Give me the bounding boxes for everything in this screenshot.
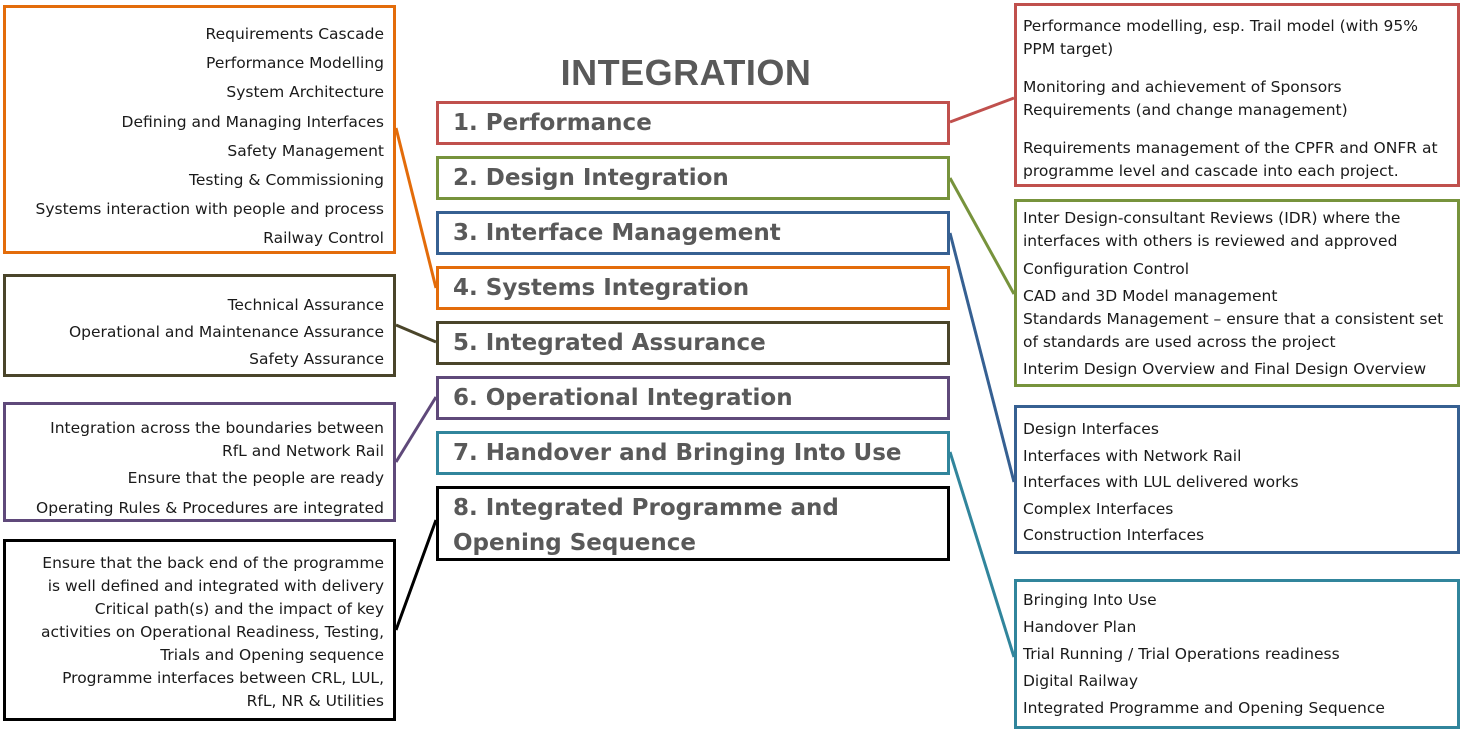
topic-operational-integration: 6. Operational Integration — [436, 376, 950, 420]
list-item: Programme interfaces between CRL, LUL, R… — [62, 669, 384, 710]
list-item: Testing & Commissioning — [189, 171, 384, 190]
integrated-programme-details: Ensure that the back end of the programm… — [3, 539, 396, 721]
list-item: Technical Assurance — [227, 296, 384, 314]
connector-assurance — [395, 323, 437, 344]
list-item: Monitoring and achievement of Sponsors R… — [1023, 78, 1348, 119]
list-item: Bringing Into Use — [1023, 591, 1157, 609]
integrated-assurance-details: Technical Assurance Operational and Main… — [3, 274, 396, 377]
list-item: Operating Rules & Procedures are integra… — [36, 499, 384, 517]
topic-systems-integration: 4. Systems Integration — [436, 266, 950, 310]
list-item: Complex Interfaces — [1023, 499, 1174, 518]
list-item: Design Interfaces — [1023, 420, 1159, 438]
systems-integration-details: Requirements Cascade Performance Modelli… — [3, 5, 396, 254]
list-item: Requirements management of the CPFR and … — [1023, 139, 1438, 180]
connector-interface — [948, 232, 1016, 483]
connector-programme — [394, 519, 438, 631]
topic-integrated-assurance: 5. Integrated Assurance — [436, 321, 950, 365]
list-item: Performance modelling, esp. Trail model … — [1023, 17, 1418, 58]
list-item: Systems interaction with people and proc… — [35, 200, 385, 219]
list-item: CAD and 3D Model management — [1023, 287, 1278, 305]
list-item: Railway Control — [263, 229, 384, 248]
list-item: Defining and Managing Interfaces — [121, 112, 384, 131]
connector-design — [948, 177, 1016, 295]
list-item: Standards Management – ensure that a con… — [1023, 310, 1444, 351]
list-item: Integrated Programme and Opening Sequenc… — [1023, 699, 1385, 717]
handover-details: Bringing Into Use Handover Plan Trial Ru… — [1014, 579, 1460, 729]
performance-details: Performance modelling, esp. Trail model … — [1014, 3, 1460, 187]
topic-integrated-programme: 8. Integrated Programme and Opening Sequ… — [436, 486, 950, 561]
list-item: Interfaces with LUL delivered works — [1023, 473, 1299, 491]
list-item: Requirements Cascade — [205, 25, 384, 43]
list-item: Inter Design-consultant Reviews (IDR) wh… — [1023, 209, 1401, 250]
topic-design-integration: 2. Design Integration — [436, 156, 950, 200]
list-item: Handover Plan — [1023, 618, 1137, 636]
list-item: Critical path(s) and the impact of key a… — [41, 600, 384, 664]
list-item: Digital Railway — [1023, 672, 1139, 690]
list-item: Configuration Control — [1023, 260, 1190, 278]
list-item: Operational and Maintenance Assurance — [68, 323, 384, 341]
design-integration-details: Inter Design-consultant Reviews (IDR) wh… — [1014, 199, 1460, 387]
connector-performance — [949, 96, 1015, 124]
list-item: Ensure that the back end of the programm… — [42, 554, 384, 595]
list-item: Interim Design Overview and Final Design… — [1023, 360, 1427, 378]
list-item: Performance Modelling — [206, 54, 384, 73]
connector-operational — [394, 396, 438, 463]
list-item: Integration across the boundaries betwee… — [50, 419, 384, 460]
connector-handover — [948, 451, 1016, 658]
list-item: Trial Running / Trial Operations readine… — [1023, 645, 1340, 663]
topic-performance: 1. Performance — [436, 101, 950, 145]
list-item: Interfaces with Network Rail — [1023, 446, 1242, 465]
list-item: Safety Management — [227, 141, 384, 160]
connector-systems — [394, 127, 438, 289]
list-item: Construction Interfaces — [1023, 526, 1205, 544]
operational-integration-details: Integration across the boundaries betwee… — [3, 402, 396, 522]
topic-interface-management: 3. Interface Management — [436, 211, 950, 255]
diagram-title: INTEGRATION — [560, 52, 812, 93]
list-item: Safety Assurance — [249, 350, 384, 368]
list-item: System Architecture — [226, 83, 384, 102]
interface-management-details: Design Interfaces Interfaces with Networ… — [1014, 405, 1460, 554]
topic-handover: 7. Handover and Bringing Into Use — [436, 431, 950, 475]
list-item: Ensure that the people are ready — [127, 469, 384, 487]
